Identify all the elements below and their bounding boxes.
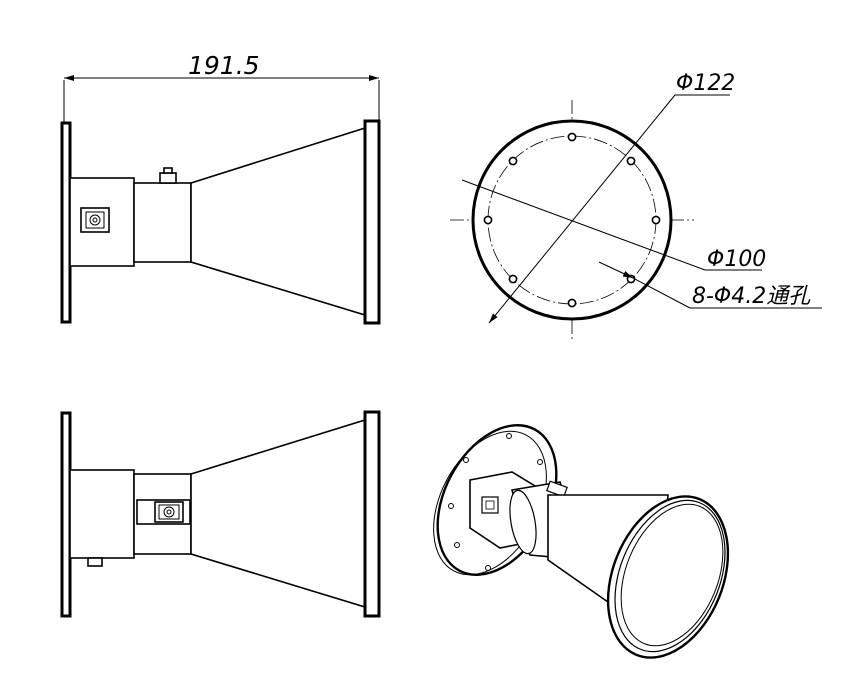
outer-diameter-leader <box>488 94 676 324</box>
bolt-circle-label: Φ100 <box>707 247 766 272</box>
rear-flange <box>60 121 72 324</box>
front-flange <box>363 119 381 325</box>
holes-leader <box>632 277 691 309</box>
bolt-hole <box>626 274 636 284</box>
holes-label: 8-Φ4.2通孔 <box>692 284 811 309</box>
isometric-view <box>433 424 730 659</box>
bolt-circle-leader <box>461 179 706 271</box>
bolt-hole <box>651 215 661 225</box>
screw-bottom <box>87 557 103 567</box>
front-flange <box>363 410 381 618</box>
bolt-hole <box>567 298 577 308</box>
front-view: Φ122 Φ100 8-Φ4.2通孔 <box>450 71 822 340</box>
outer-diameter-label: Φ122 <box>676 71 735 96</box>
screw-top <box>159 172 177 184</box>
side-view-bottom <box>60 410 381 618</box>
iso-connector <box>481 496 499 514</box>
overall-length-label: 191.5 <box>188 51 260 80</box>
outer-flange-circle <box>471 119 673 321</box>
bolt-hole <box>508 156 518 166</box>
bolt-hole <box>508 274 518 284</box>
adapter-housing <box>69 469 135 559</box>
iso-horn-mouth <box>606 495 730 659</box>
waveguide-section <box>133 182 192 263</box>
rear-flange <box>60 411 72 618</box>
side-view-top: 191.5 <box>60 51 381 325</box>
bolt-hole <box>567 132 577 142</box>
bolt-hole <box>483 215 493 225</box>
bolt-hole <box>626 156 636 166</box>
horn-cone <box>190 418 366 609</box>
horn-cone <box>190 126 366 317</box>
